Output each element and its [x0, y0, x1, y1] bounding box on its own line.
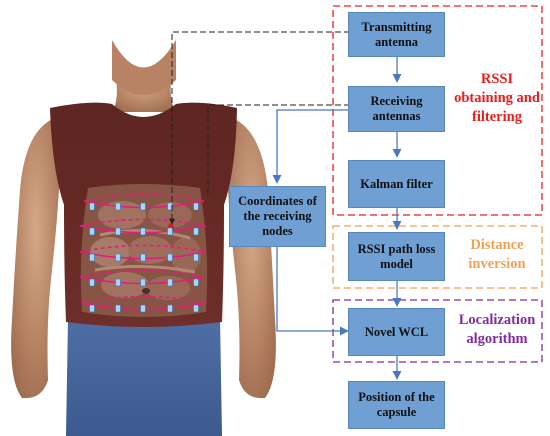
- receiver-node-marker: [89, 304, 95, 313]
- receiver-node-marker: [193, 304, 199, 313]
- receiver-node-marker: [140, 202, 146, 211]
- receiver-node-marker: [193, 253, 199, 262]
- group-label-distance: Distance inversion: [468, 237, 526, 272]
- node-kalman-filter: Kalman filter: [348, 160, 445, 208]
- receiver-node-marker: [140, 278, 146, 287]
- receiver-rings: [79, 193, 207, 311]
- receiver-node-marker: [115, 304, 121, 313]
- receiver-node-marker: [115, 202, 121, 211]
- receiver-node-marker: [140, 227, 146, 236]
- arrow-coordinates-to-wcl: [276, 247, 349, 336]
- arrow-receive-to-coordinates: [272, 109, 350, 184]
- navel: [142, 288, 150, 294]
- group-box-distance: [332, 225, 543, 289]
- receiver-node-marker: [89, 227, 95, 236]
- receiver-node-marker: [115, 278, 121, 287]
- receiver-node-marker: [193, 278, 199, 287]
- node-coordinates-of-receiving-nodes: Coordinates of the receiving nodes: [229, 186, 326, 247]
- receiver-node-marker: [167, 278, 173, 287]
- receiver-node-marker: [167, 227, 173, 236]
- receiver-node-marker: [167, 304, 173, 313]
- group-label-rssi: RSSI obtaining and filtering: [454, 71, 540, 125]
- node-transmitting-antenna: Transmitting antenna: [348, 12, 445, 57]
- receiver-node-marker: [193, 227, 199, 236]
- node-receiving-antennas: Receiving antennas: [348, 86, 445, 132]
- chin: [112, 40, 176, 95]
- receiver-node-marker: [89, 202, 95, 211]
- receiver-node-marker: [89, 278, 95, 287]
- receiver-node-marker: [167, 253, 173, 262]
- node-position-of-capsule: Position of the capsule: [348, 381, 445, 429]
- receiver-node-marker: [115, 253, 121, 262]
- transmit-connector: [169, 31, 350, 225]
- jeans: [66, 318, 222, 436]
- receiver-nodes: [89, 202, 199, 313]
- flow-arrows: [272, 57, 402, 380]
- receiver-node-marker: [193, 202, 199, 211]
- node-novel-wcl: Novel WCL: [348, 308, 445, 356]
- receiver-node-marker: [89, 253, 95, 262]
- right-arm: [227, 118, 276, 399]
- receive-connector: [207, 104, 350, 195]
- group-label-localization: Localization algorithm: [458, 312, 536, 347]
- node-rssi-path-loss-model: RSSI path loss model: [348, 232, 445, 281]
- receiver-node-marker: [115, 227, 121, 236]
- left-arm: [11, 118, 60, 399]
- receiver-node-marker: [140, 304, 146, 313]
- receiver-node-marker: [140, 253, 146, 262]
